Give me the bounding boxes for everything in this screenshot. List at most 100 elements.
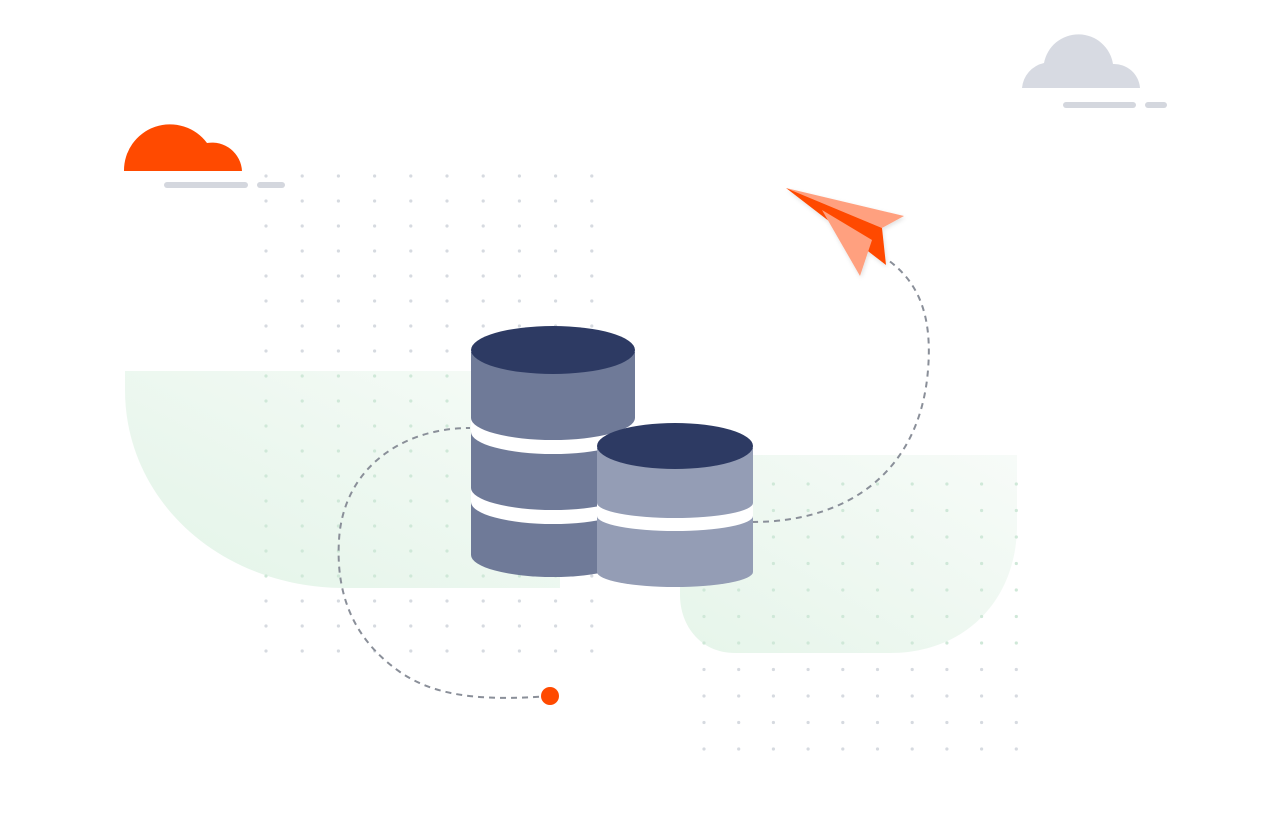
grid-dot	[300, 324, 304, 328]
grid-dot	[806, 588, 810, 592]
grid-dot	[910, 614, 914, 619]
grid-dot	[806, 641, 810, 645]
grid-dot	[373, 299, 377, 303]
grid-dot	[517, 624, 522, 628]
grid-dot	[702, 747, 706, 751]
grid-dot	[445, 349, 449, 353]
grid-dot	[875, 482, 880, 486]
grid-dot	[554, 299, 558, 303]
grid-dot	[945, 641, 949, 645]
grid-dot	[980, 641, 984, 645]
cloud-icon	[123, 124, 285, 188]
grid-dot	[910, 588, 914, 592]
grid-dot	[445, 624, 449, 628]
flight-path	[337, 427, 551, 699]
grid-dot	[373, 524, 377, 528]
grid-dot	[910, 508, 914, 513]
grid-dot	[945, 561, 949, 566]
grid-dot	[409, 649, 413, 653]
grid-dot	[771, 482, 776, 486]
grid-dot	[806, 508, 810, 513]
grid-dot	[264, 224, 268, 228]
grid-dot	[945, 535, 949, 539]
grid-dot	[300, 299, 304, 303]
grid-dot	[875, 614, 880, 619]
grid-dot	[264, 299, 268, 303]
grid-dot	[771, 561, 776, 566]
grid-dot	[945, 588, 949, 592]
grid-dot	[590, 624, 594, 628]
grid-dot	[409, 274, 413, 278]
grid-dot	[1014, 588, 1018, 592]
grid-dot	[336, 324, 340, 328]
grid-dot	[264, 399, 268, 403]
grid-dot	[875, 508, 880, 513]
cloud-icon	[1022, 34, 1167, 108]
grid-dot	[517, 249, 522, 253]
grid-dot	[737, 747, 741, 751]
grid-dot	[336, 199, 340, 203]
grid-dot	[373, 424, 377, 428]
database-icon	[471, 326, 635, 577]
grid-dot	[771, 614, 776, 619]
grid-dot	[771, 641, 776, 645]
grid-dot	[517, 599, 522, 603]
grid-dot	[980, 588, 984, 592]
grid-dot	[373, 399, 377, 403]
grid-dot	[517, 174, 522, 178]
grid-dot	[806, 694, 810, 698]
grid-dot	[409, 374, 413, 378]
grid-dot	[300, 349, 304, 353]
grid-dot	[373, 574, 377, 578]
grid-dot	[373, 199, 377, 203]
grid-dot	[980, 535, 984, 539]
grid-dot	[481, 624, 485, 628]
grid-dot	[517, 224, 522, 228]
grid-dot	[554, 274, 558, 278]
grid-dot	[445, 399, 449, 403]
grid-dot	[1014, 561, 1018, 566]
grid-dot	[517, 649, 522, 653]
grid-dot	[737, 588, 741, 592]
grid-dot	[481, 649, 485, 653]
grid-dot	[264, 424, 268, 428]
grid-dot	[336, 274, 340, 278]
grid-dot	[445, 524, 449, 528]
grid-dot	[771, 508, 776, 513]
grid-dot	[980, 694, 984, 698]
grid-dot	[737, 614, 741, 619]
grid-dot	[554, 249, 558, 253]
grid-dot	[771, 667, 776, 672]
background-blob-right	[680, 455, 1017, 653]
grid-dot	[373, 599, 377, 603]
grid-dot	[409, 449, 413, 453]
grid-dot	[841, 614, 845, 619]
grid-dot	[910, 667, 914, 672]
grid-dot	[445, 424, 449, 428]
grid-dot	[590, 199, 594, 203]
grid-dot	[445, 374, 449, 378]
grid-dot	[590, 324, 594, 328]
grid-dot	[554, 199, 558, 203]
grid-dot	[300, 574, 304, 578]
grid-dot	[841, 535, 845, 539]
grid-dot	[554, 224, 558, 228]
grid-dot	[702, 667, 706, 672]
grid-dot	[264, 174, 268, 178]
grid-dot	[517, 299, 522, 303]
grid-dot	[590, 574, 594, 578]
grid-dot	[841, 641, 845, 645]
paper-plane-icon	[786, 188, 904, 276]
grid-dot	[590, 224, 594, 228]
grid-dot	[336, 349, 340, 353]
grid-dot	[300, 199, 304, 203]
grid-dot	[264, 499, 268, 503]
grid-dot	[336, 299, 340, 303]
grid-dot	[875, 535, 880, 539]
grid-dot	[336, 174, 340, 178]
grid-dot	[841, 720, 845, 725]
grid-dot	[300, 649, 304, 653]
grid-dot	[910, 535, 914, 539]
grid-dot	[590, 274, 594, 278]
grid-dot	[300, 224, 304, 228]
